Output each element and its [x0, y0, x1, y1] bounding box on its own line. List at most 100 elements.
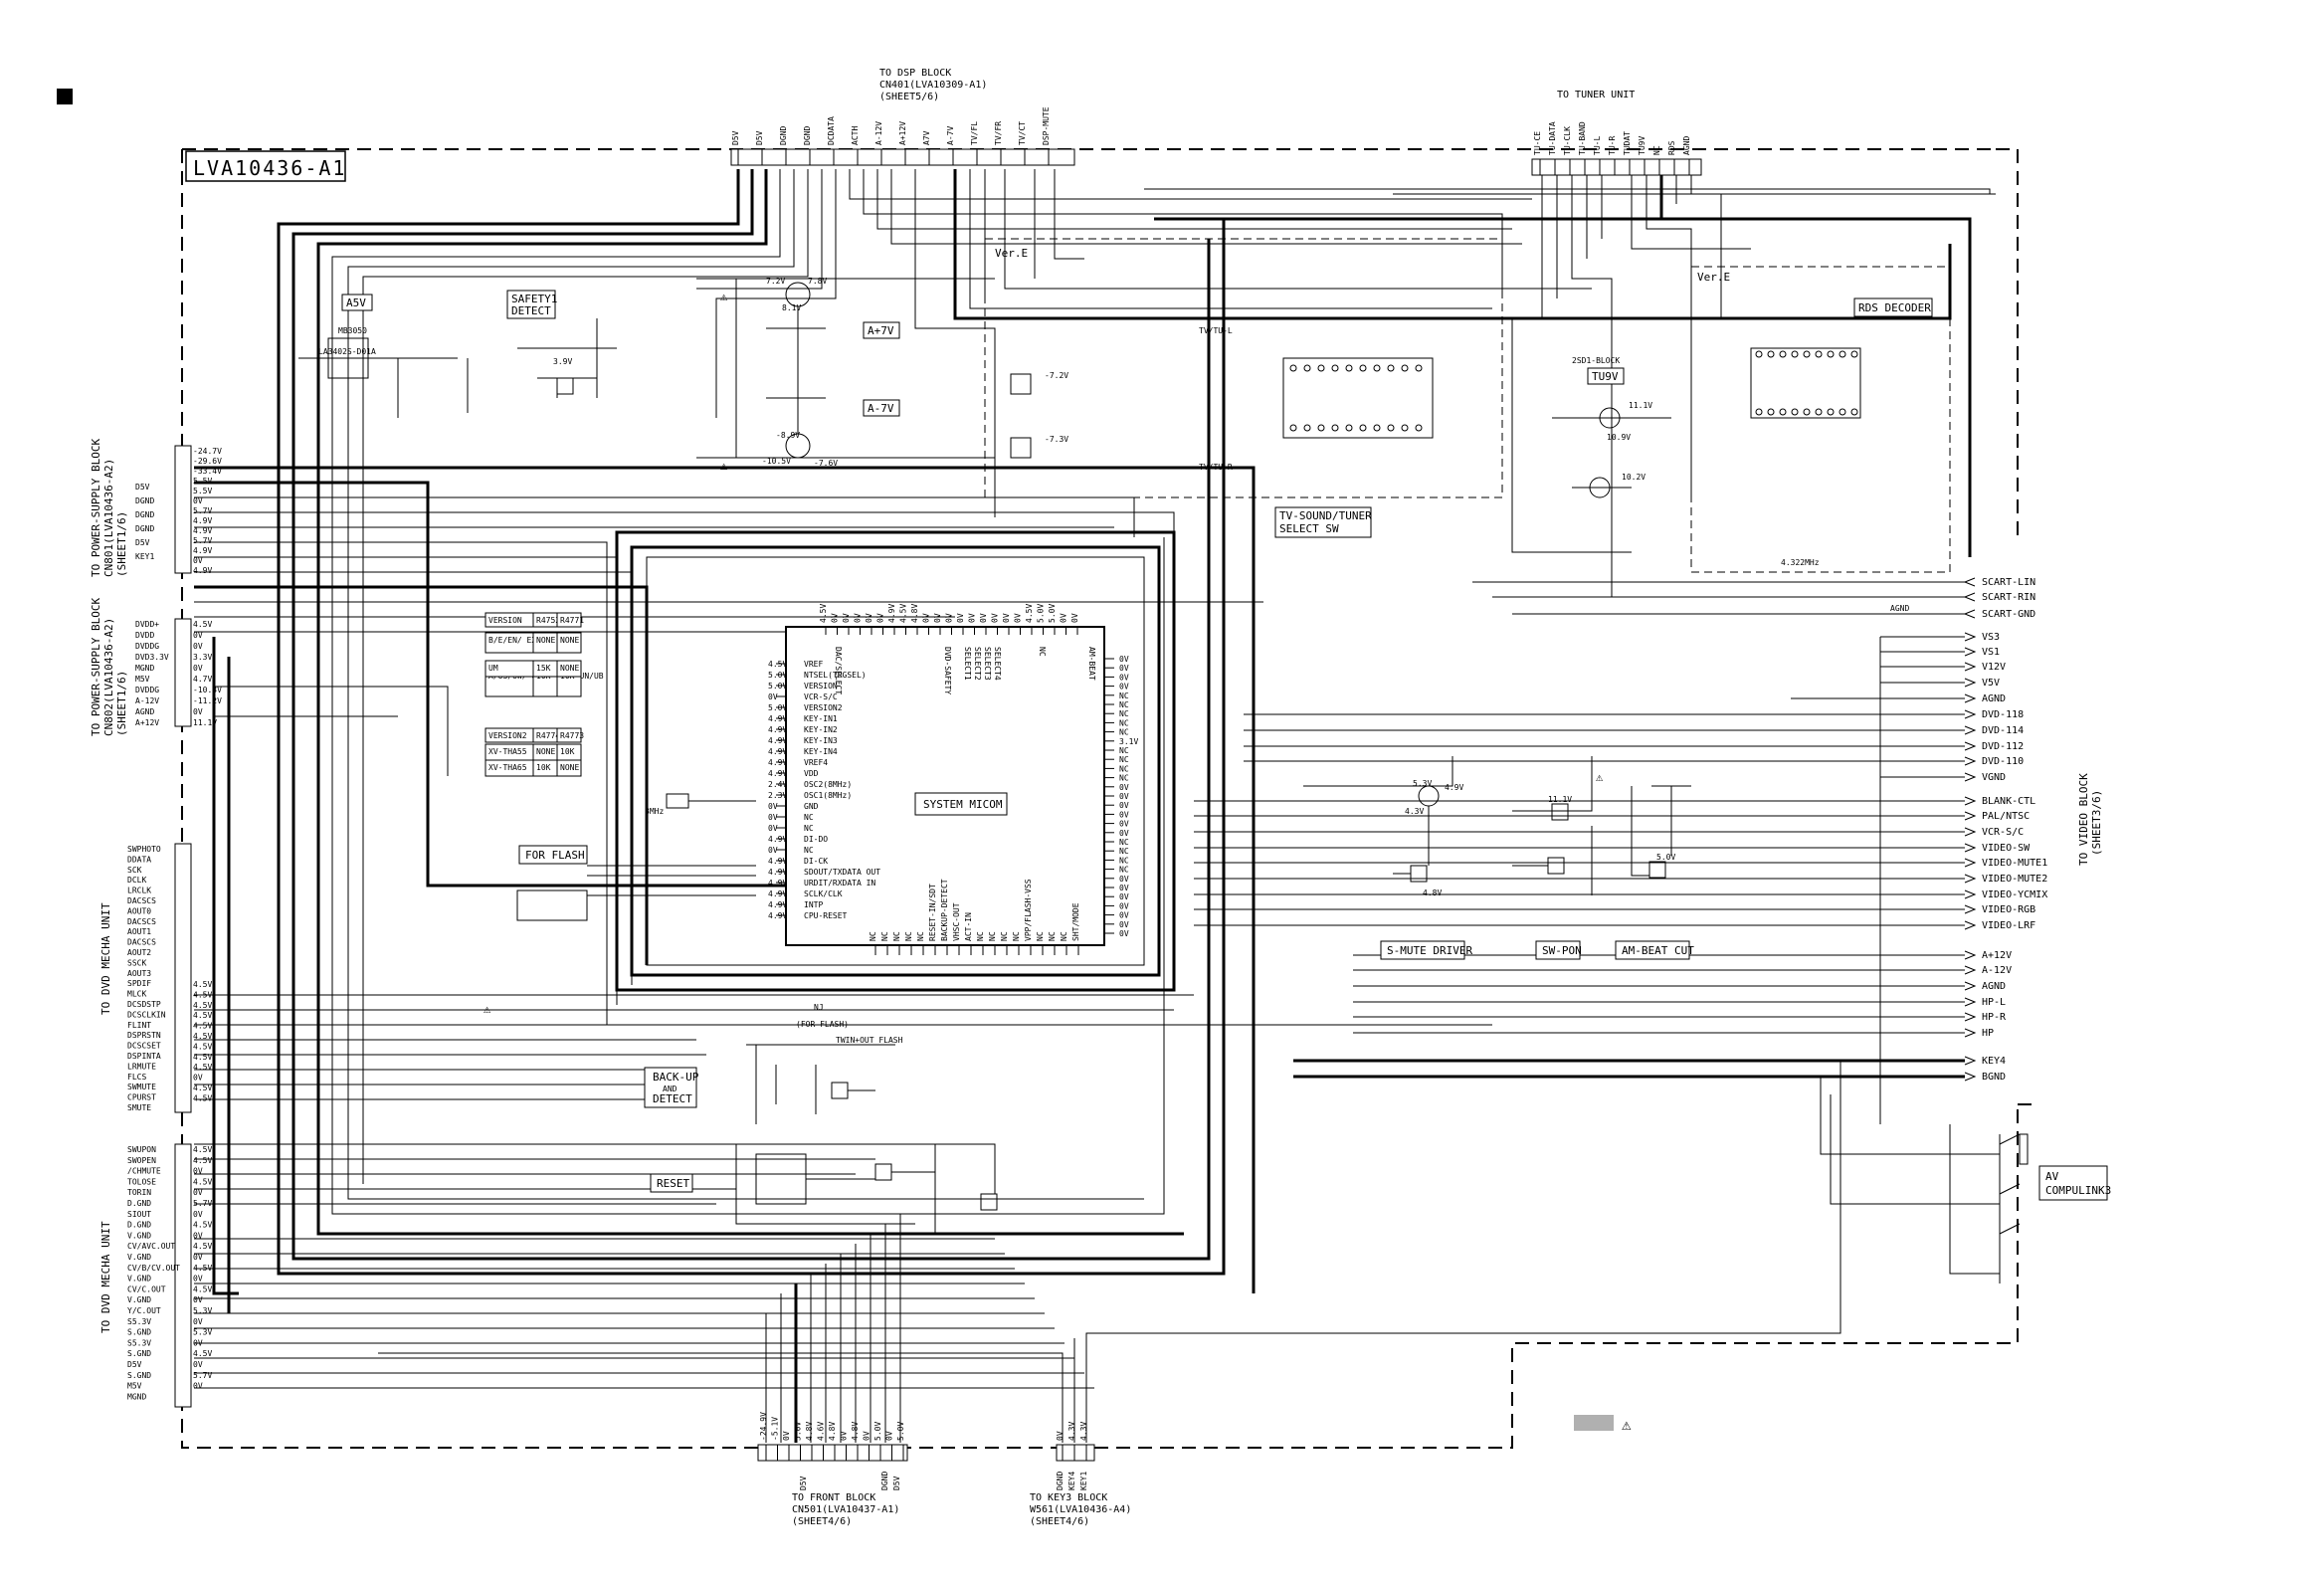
svg-text:4.3V: 4.3V	[1405, 807, 1424, 816]
power2-pin-voltage: 11.1V	[193, 718, 217, 727]
table-cell-text: NONE	[536, 747, 555, 756]
dvd1-pin-name: CPURST	[127, 1093, 156, 1102]
micom-bottom-name: NC	[1012, 931, 1021, 941]
svg-text:A-7V: A-7V	[868, 402, 894, 415]
table-cell-text: 15K	[536, 664, 551, 673]
dvd1-connector: TO DVD MECHA UNIT	[99, 843, 192, 1113]
front-connector: TO FRONT BLOCK CN501(LVA10437-A1) (SHEET…	[757, 1444, 908, 1527]
dvd2-pin-name: TOLOSE	[127, 1177, 156, 1186]
pin-circle	[1755, 350, 1763, 358]
video-pin-label: AGND	[1982, 693, 2006, 704]
dsp-connector-sheet: (SHEET5/6)	[879, 92, 939, 102]
power1-pin-name: D5V	[135, 483, 150, 492]
arrow-icon	[1963, 577, 1976, 587]
tuner-pin-label: TU-CLK	[1563, 126, 1572, 155]
front-pin-voltage: 0V	[863, 1431, 872, 1441]
power1-pin-name: DGND	[135, 496, 154, 505]
av-compulink: AV COMPULINK3	[1999, 1133, 2111, 1284]
block-backup-detect: BACK-UP AND DETECT	[644, 1044, 895, 1124]
warning-icon: ⚠	[484, 1002, 491, 1016]
dvd2-pin-voltage: 0V	[193, 1188, 203, 1197]
scart-pin-label: SCART-LIN	[1982, 577, 2035, 588]
svg-text:MB3050: MB3050	[338, 326, 367, 335]
micom-left-name: NC	[804, 824, 814, 833]
micom-bottom-name: SHT/MODE	[1071, 902, 1080, 941]
vere-region-2: Ver.E RDS DECODER 4.322MHz	[1690, 266, 1951, 573]
table-cell-text: 10K	[536, 763, 551, 772]
micom-left-name: NC	[804, 813, 814, 822]
svg-text:(FOR FLASH): (FOR FLASH)	[796, 1020, 849, 1029]
block-sw-pon: SW-PON	[1512, 756, 1593, 960]
dsp-pin-label: TV/FL	[970, 121, 979, 145]
key3-connector: TO KEY3 BLOCK W561(LVA10436-A4) (SHEET4/…	[1030, 1444, 1131, 1527]
micom-right-pin: NC	[1119, 691, 1129, 700]
power1-pin-name: DGND	[135, 510, 154, 519]
micom-left-name: NTSEL(TRGSEL)	[804, 671, 867, 680]
micom-left-voltage: 0V	[768, 846, 778, 855]
micom-right-pin: 0V	[1119, 783, 1129, 792]
micom-left-name: DI-CK	[804, 857, 828, 866]
dvd2-pin-name: V.GND	[127, 1253, 151, 1262]
pin-circle	[1387, 424, 1395, 432]
micom-left-voltage: 0V	[768, 692, 778, 701]
dvd2-pin-name: S.GND	[127, 1349, 151, 1358]
micom-top-pin: 0V	[842, 613, 851, 623]
micom-left-voltage: 4.9V	[768, 758, 787, 767]
video-pin-label: VS1	[1982, 647, 2000, 658]
block-for-flash: FOR FLASH	[516, 845, 756, 921]
pin-circle	[1401, 364, 1409, 372]
dvd1-pin-name: DACSCS	[127, 938, 156, 947]
key3-sheet: (SHEET4/6)	[1030, 1516, 1089, 1527]
video-pin-label: VIDEO-LRF	[1982, 920, 2035, 931]
micom-right-pin: NC	[1119, 755, 1129, 764]
micom-top-pin: 4.5V	[819, 604, 828, 623]
dvd2-pin-voltage: 0V	[193, 1382, 203, 1391]
micom-top-pin: 0V	[865, 613, 873, 623]
video-pin-label: VIDEO-MUTE1	[1982, 858, 2047, 869]
svg-text:SW-PON: SW-PON	[1542, 944, 1582, 957]
dsp-pin-label: DSP-MUTE	[1042, 106, 1051, 145]
micom-left-name: KEY-IN2	[804, 725, 838, 734]
pin-circle	[1767, 408, 1775, 416]
micom-left-name: KEY-IN3	[804, 736, 838, 745]
key3-pin-name: KEY4	[1067, 1472, 1076, 1490]
dvd2-pin-voltage: 4.5V	[193, 1242, 212, 1251]
arrow-icon	[1964, 741, 1977, 751]
pin-circle	[1359, 424, 1367, 432]
arrow-icon	[1964, 981, 1977, 991]
arrow-icon	[1964, 965, 1977, 975]
power2-pin-name: A-12V	[135, 696, 159, 705]
power2-title: TO POWER-SUPPLY BLOCK	[90, 598, 102, 736]
micom-left-name: VREF4	[804, 758, 828, 767]
key3-pin-voltage: 4.3V	[1079, 1422, 1088, 1441]
micom-right-pin: NC	[1119, 718, 1129, 727]
micom-bottom-name: NC	[1048, 931, 1057, 941]
video-pin-label: DVD-114	[1982, 725, 2024, 736]
dvd1-pin-voltage: 4.5V	[193, 1053, 212, 1062]
svg-text:SYSTEM MICOM: SYSTEM MICOM	[923, 798, 1003, 811]
power1-pin-voltage: -29.6V	[193, 457, 222, 466]
svg-text:4.8V: 4.8V	[1423, 889, 1442, 897]
micom-right-pin: 0V	[1119, 673, 1129, 682]
video-pin-label: VIDEO-SW	[1982, 843, 2031, 854]
table-cell-text: R4774	[536, 731, 560, 740]
dvd1-pin-voltage: 4.5V	[193, 1093, 212, 1102]
arrow-icon	[1963, 592, 1976, 602]
dvd1-pin-name: DDATA	[127, 855, 151, 864]
micom-top-name: NC	[1038, 647, 1047, 657]
dvd1-pin-labels: SWPHOTODDATASCKDCLKLRCLKDACSCSAOUT0DACSC…	[127, 845, 212, 1112]
micom-left-voltage: 4.9V	[768, 900, 787, 909]
legend: ⚠	[1574, 1415, 1632, 1434]
dsp-pin-label: DGND	[779, 126, 788, 145]
micom-top-pin: 0V	[1002, 613, 1011, 623]
micom-right-pin: 0V	[1119, 655, 1129, 664]
svg-text:8.1V: 8.1V	[782, 303, 801, 312]
power2-pin-name: MGND	[135, 664, 154, 673]
micom-left-name: URDIT/RXDATA IN	[804, 879, 875, 888]
dvd2-pin-name: S5.3V	[127, 1338, 151, 1347]
svg-text:SELECT SW: SELECT SW	[1279, 522, 1339, 535]
micom-left-name: VDD	[804, 769, 819, 778]
pin-circle	[1345, 364, 1353, 372]
